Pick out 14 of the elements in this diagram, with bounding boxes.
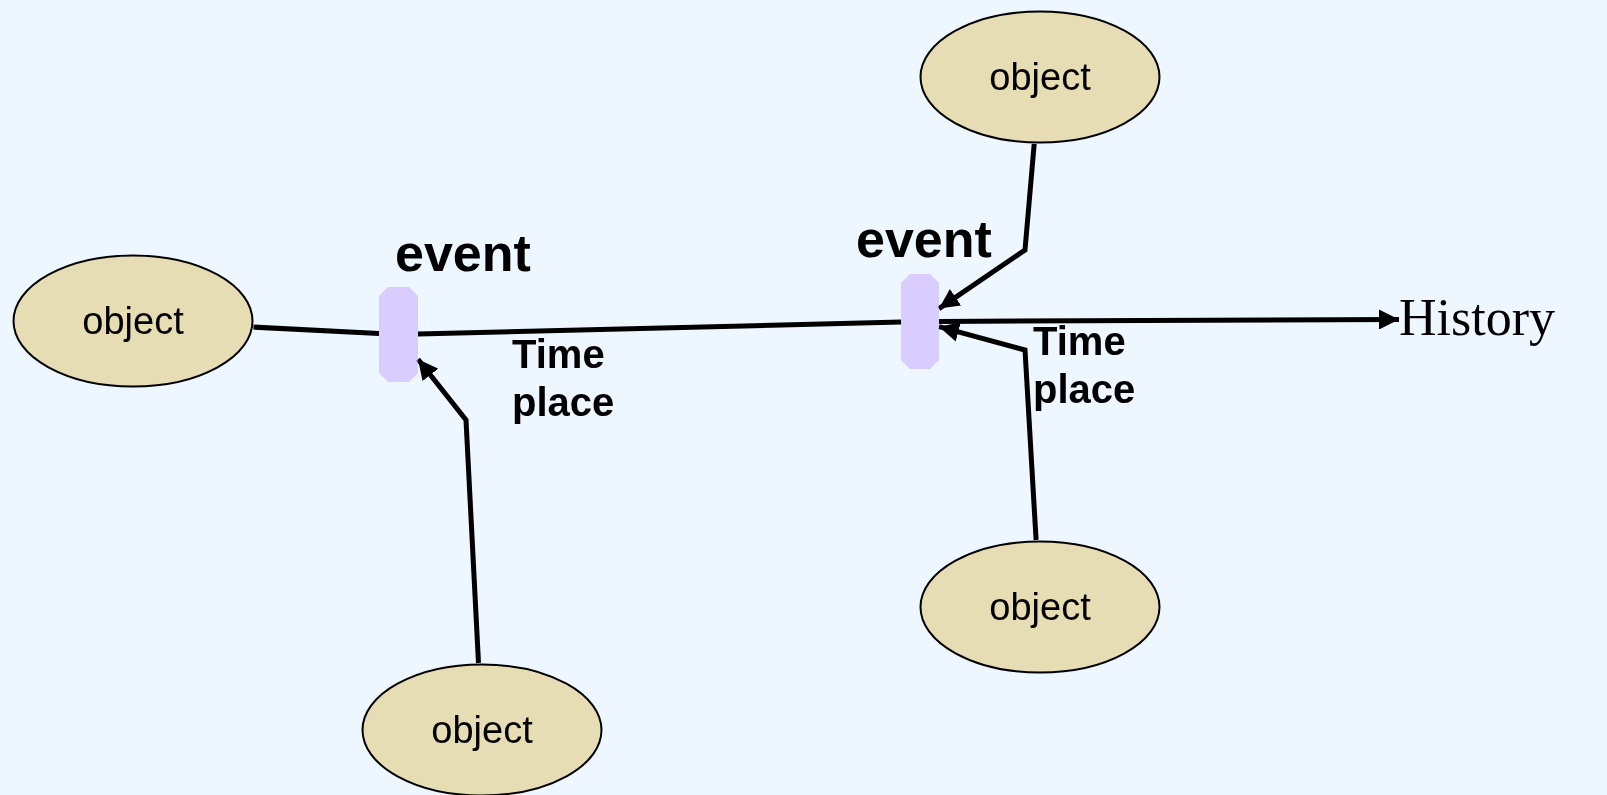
arrow — [937, 143, 1037, 311]
arrow — [416, 357, 481, 664]
event-label: event — [856, 209, 993, 270]
time-place-label: Time place — [1033, 318, 1137, 413]
event-marker — [901, 274, 939, 369]
object-ellipse: object — [919, 540, 1161, 674]
object-ellipse: object — [919, 10, 1161, 144]
event-marker — [379, 287, 418, 382]
event-label: event — [395, 223, 532, 284]
arrow — [938, 322, 1039, 541]
history-label: History — [1399, 288, 1555, 350]
arrow — [939, 309, 1399, 330]
object-ellipse: object — [12, 254, 254, 388]
time-place-label: Time place — [512, 331, 616, 426]
